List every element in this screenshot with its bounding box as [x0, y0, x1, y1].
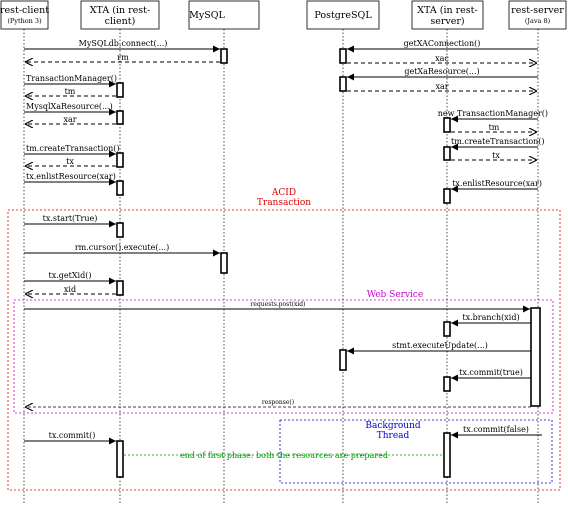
- participant-name-line2: server): [430, 16, 464, 27]
- participant-name-line2: client): [105, 16, 136, 27]
- participant-name: rest-client: [0, 5, 49, 16]
- message-label: requests.post(xid): [251, 301, 306, 308]
- activation-postgresql: [339, 349, 347, 371]
- activation-xta-client: [116, 222, 124, 238]
- message-label: tx.commit(false): [463, 425, 529, 434]
- participant-postgresql: PostgreSQL: [306, 0, 380, 30]
- participant-name: PostgreSQL: [314, 10, 372, 21]
- message-label: tx.getXid(): [49, 271, 92, 280]
- lifelines: [23, 29, 539, 505]
- web-service-frame: [13, 299, 554, 414]
- message-label: getXaResource(...): [404, 67, 479, 76]
- activation-postgresql: [339, 48, 347, 64]
- web-service-label: Web Service: [367, 290, 424, 300]
- message-label: MySQLdb.connect(...): [79, 39, 168, 48]
- activation-xta-server: [443, 146, 451, 161]
- activation-xta-server: [443, 376, 451, 392]
- participant-xta-server: XTA (in rest- server): [411, 0, 484, 30]
- message-label: xac: [435, 54, 449, 63]
- participant-subtitle: (Java 8): [525, 17, 551, 25]
- activation-xta-client: [116, 82, 124, 98]
- activation-xta-client: [116, 440, 124, 478]
- messages: [24, 45, 542, 456]
- message-label: stmt.executeUpdate(...): [392, 341, 488, 350]
- message-label: xar: [435, 82, 448, 91]
- background-thread-label: Background: [365, 421, 421, 431]
- activation-rest-server: [530, 307, 541, 407]
- participant-name: XTA (in rest-: [90, 5, 150, 16]
- activation-postgresql: [339, 76, 347, 92]
- message-label: getXAConnection(): [404, 39, 481, 48]
- activation-xta-client: [116, 152, 124, 168]
- participant-name: XTA (in rest-: [417, 5, 477, 16]
- activation-xta-client: [116, 280, 124, 296]
- activations: [116, 48, 541, 478]
- activation-xta-server: [443, 188, 451, 204]
- participant-xta-client: XTA (in rest- client): [80, 0, 160, 30]
- message-label: tm: [65, 87, 76, 96]
- message-label: rm: [117, 53, 129, 62]
- message-label: TransactionManager(): [26, 74, 117, 83]
- participant-rest-client: rest-client (Python 3): [0, 0, 49, 30]
- message-label: tx: [492, 151, 500, 160]
- message-label: new TransactionManager(): [438, 109, 548, 118]
- background-thread-frame: [279, 419, 553, 484]
- message-label: tx.start(True): [43, 214, 98, 223]
- activation-xta-client: [116, 110, 124, 125]
- message-label: xar: [63, 115, 76, 124]
- message-label: response(): [262, 399, 294, 406]
- message-label: tx.commit(): [49, 431, 96, 440]
- message-label: xid: [64, 285, 76, 294]
- participant-subtitle: (Python 3): [7, 17, 42, 25]
- message-label: tx: [66, 157, 74, 166]
- message-label: rm.cursor().execute(...): [75, 243, 169, 252]
- background-thread-label-line2: Thread: [377, 431, 410, 441]
- acid-transaction-label-line2: Transaction: [257, 198, 311, 208]
- message-labels: MySQLdb.connect(...) rm getXAConnection(…: [26, 39, 548, 460]
- participant-mysql: MySQL: [188, 0, 260, 30]
- acid-transaction-label: ACID: [271, 188, 296, 198]
- activation-xta-server: [443, 321, 451, 337]
- message-label: tm.createTransaction(): [26, 144, 120, 153]
- participant-rest-server: rest-server (Java 8): [508, 0, 567, 30]
- acid-transaction-frame: [7, 209, 561, 491]
- activation-xta-server: [443, 432, 451, 478]
- activation-mysql: [220, 48, 228, 64]
- message-label: tx.commit(true): [459, 368, 523, 377]
- activation-xta-server: [443, 117, 451, 133]
- message-label: MysqlXaResource(...): [26, 102, 113, 111]
- message-label: tx.enlistResource(xar): [26, 172, 116, 181]
- participant-name: MySQL: [189, 10, 225, 21]
- activation-mysql: [220, 252, 228, 274]
- participant-name: rest-server: [511, 5, 564, 16]
- message-label: tm.createTransaction(): [451, 137, 545, 146]
- message-label: tx.branch(xid): [462, 313, 519, 322]
- activation-xta-client: [116, 180, 124, 196]
- message-label: tx.enlistResource(xar): [452, 179, 542, 188]
- message-label: tm: [489, 123, 500, 132]
- first-phase-note: end of first phase: both the resources a…: [180, 451, 388, 460]
